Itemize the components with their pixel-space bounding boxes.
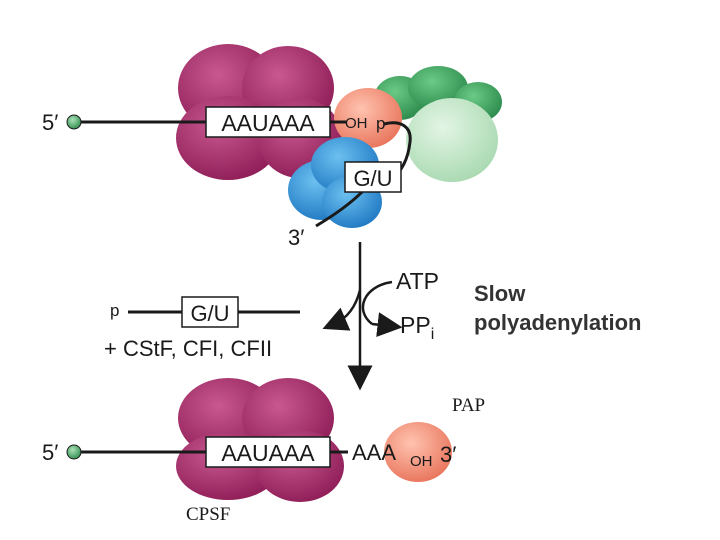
five-prime-label-top: 5′ xyxy=(42,110,58,135)
gu-text-middle: G/U xyxy=(190,301,229,326)
signal-text-top: AAUAAA xyxy=(221,110,315,136)
atp-ppi-curve xyxy=(361,280,393,325)
rna-top-3end xyxy=(315,190,364,228)
poly-a-tail-label: AAA xyxy=(352,440,396,465)
slow-label: Slow xyxy=(474,281,526,306)
oh-label-bottom: OH xyxy=(410,453,433,470)
polyadenylation-label: polyadenylation xyxy=(474,310,641,335)
oh-label-top: OH xyxy=(345,115,368,132)
three-prime-label-top: 3′ xyxy=(288,225,304,250)
signal-box-bottom xyxy=(205,436,331,468)
bottom-complex: AAUAAA AAA OH 3′ 5′ PAP CPSF xyxy=(42,378,485,525)
cleavage-factor-green xyxy=(374,66,502,182)
p-label-middle: p xyxy=(110,301,119,320)
gu-box-middle xyxy=(181,296,239,328)
pap-top xyxy=(334,88,402,148)
p-label-top: p xyxy=(376,114,385,133)
ppi-label: PPi xyxy=(400,312,434,343)
pap-label: PAP xyxy=(452,395,485,416)
released-factors-label: + CStF, CFI, CFII xyxy=(104,336,272,361)
release-curve xyxy=(322,289,362,331)
reaction-step: ATP PPi Slow polyadenylation G/U p + CSt… xyxy=(104,242,641,391)
cap-bottom xyxy=(66,444,82,460)
cpsf-label: CPSF xyxy=(186,504,230,525)
signal-text-bottom: AAUAAA xyxy=(221,440,315,466)
ppi-arrow-tip xyxy=(371,312,403,338)
signal-box-top xyxy=(205,106,331,138)
top-complex: AAUAAA G/U 5′ OH p 3′ xyxy=(42,44,502,250)
five-prime-label-bottom: 5′ xyxy=(42,440,58,465)
three-prime-label-bottom: 3′ xyxy=(440,442,456,467)
gu-box-top xyxy=(344,161,402,193)
gu-text-top: G/U xyxy=(353,166,392,191)
atp-label: ATP xyxy=(396,268,439,294)
cap-top xyxy=(66,114,82,130)
pap-bottom xyxy=(384,422,452,482)
